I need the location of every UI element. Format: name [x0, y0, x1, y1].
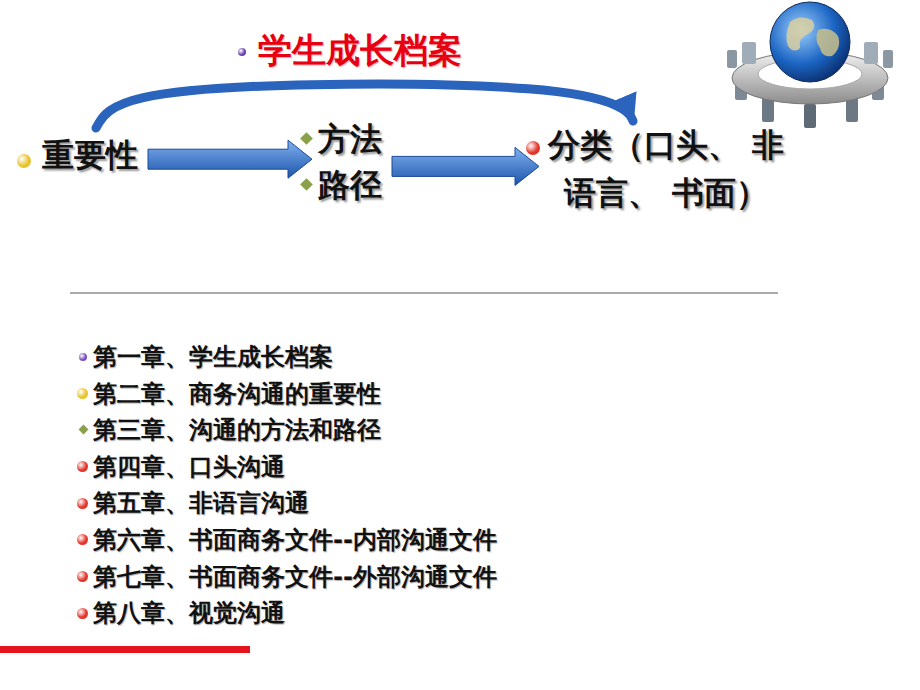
block-arrow: [392, 147, 539, 185]
chapter-label: 第六章、书面商务文件--内部沟通文件: [93, 526, 497, 554]
topic-node: 学生成长档案: [254, 24, 466, 77]
block-arrow: [148, 140, 312, 178]
category-text: 分类（口头、 非语言、 书面）: [545, 121, 787, 217]
method-text: 方法: [318, 116, 382, 162]
chapter-row: 第七章、书面商务文件--外部沟通文件: [76, 559, 497, 596]
chapter-label: 第三章、沟通的方法和路径: [93, 416, 381, 444]
bullet-dot: [77, 498, 88, 509]
chapter-label: 第五章、非语言沟通: [93, 489, 309, 517]
bullet-dot: [77, 534, 88, 545]
chapter-row: 第四章、口头沟通: [76, 449, 497, 486]
title-text: 学生成长档案: [258, 26, 462, 75]
bullet-dot: [79, 425, 89, 435]
bullet-dot: [77, 571, 88, 582]
topic-node: 分类（口头、 非语言、 书面）: [541, 119, 791, 219]
chapter-row: 第二章、商务沟通的重要性: [76, 376, 497, 413]
bullet-dot: [526, 141, 540, 155]
chapter-label: 第一章、学生成长档案: [93, 343, 333, 371]
chapter-row: 第八章、视觉沟通: [76, 595, 497, 632]
topic-node: 方法路径: [314, 114, 386, 211]
globe-illustration: [727, 2, 893, 128]
chapter-row: 第五章、非语言沟通: [76, 485, 497, 522]
path-text: 路径: [318, 162, 382, 208]
chapter-label: 第八章、视觉沟通: [93, 599, 285, 627]
bullet-dot: [238, 48, 246, 56]
bullet-dot: [77, 608, 88, 619]
bullet-dot: [17, 154, 31, 168]
topic-text: 重要性: [42, 132, 138, 178]
chapter-list: 第一章、学生成长档案第二章、商务沟通的重要性第三章、沟通的方法和路径第四章、口头…: [76, 339, 497, 632]
divider-line: [70, 293, 778, 294]
chapter-label: 第四章、口头沟通: [93, 453, 285, 481]
diamond-bullet: [300, 132, 313, 145]
diamond-bullet: [300, 179, 313, 192]
topic-node: 重要性: [38, 130, 142, 180]
chapter-row: 第三章、沟通的方法和路径: [76, 412, 497, 449]
bullet-dot: [77, 388, 88, 399]
bullet-dot: [79, 353, 87, 361]
chapter-label: 第七章、书面商务文件--外部沟通文件: [93, 563, 497, 591]
chapter-label: 第二章、商务沟通的重要性: [93, 380, 381, 408]
bullet-dot: [77, 461, 88, 472]
chapter-row: 第一章、学生成长档案: [76, 339, 497, 376]
footer-bar: [0, 646, 250, 653]
chapter-row: 第六章、书面商务文件--内部沟通文件: [76, 522, 497, 559]
